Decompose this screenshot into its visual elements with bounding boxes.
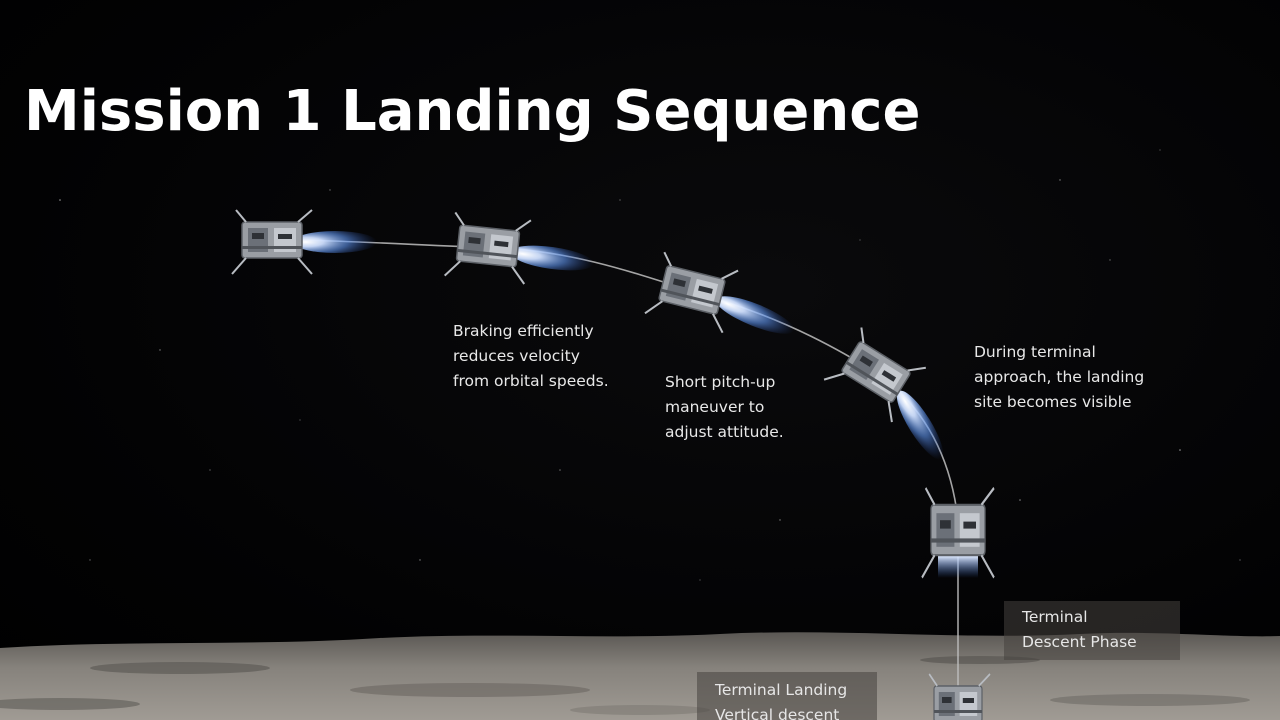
- thruster-plume-icon: [938, 556, 978, 578]
- caption-terminal-approach: During terminal approach, the landing si…: [974, 340, 1144, 415]
- caption-line: site becomes visible: [974, 393, 1132, 411]
- caption-line: from orbital speeds.: [453, 372, 609, 390]
- lunar-lander-icon: [231, 209, 377, 275]
- thruster-plume-icon: [896, 390, 944, 460]
- caption-line: Short pitch-up: [665, 373, 776, 391]
- thruster-plume-icon: [293, 231, 377, 253]
- starfield: [59, 149, 1241, 581]
- caption-line: During terminal: [974, 343, 1096, 361]
- caption-line: reduces velocity: [453, 347, 580, 365]
- lunar-lander-icon: [643, 250, 795, 334]
- caption-pitch-up: Short pitch-up maneuver to adjust attitu…: [665, 370, 784, 445]
- page-title: Mission 1 Landing Sequence: [24, 79, 921, 144]
- caption-braking: Braking efficiently reduces velocity fro…: [453, 319, 609, 394]
- caption-line: Braking efficiently: [453, 322, 594, 340]
- lunar-lander-icon: [920, 486, 996, 579]
- phase-line: Descent Phase: [1022, 633, 1137, 651]
- phase-line: Terminal Landing: [715, 681, 848, 699]
- phase-line: Terminal: [1022, 608, 1088, 626]
- thruster-plume-icon: [510, 245, 594, 271]
- lunar-lander-icon: [443, 210, 594, 285]
- phase-label-terminal-landing: Terminal Landing Vertical descent: [697, 672, 877, 720]
- thruster-plume-icon: [715, 296, 795, 334]
- caption-line: maneuver to: [665, 398, 765, 416]
- caption-line: adjust attitude.: [665, 423, 784, 441]
- phase-label-terminal-descent: Terminal Descent Phase: [1004, 601, 1180, 660]
- phase-line: Vertical descent: [715, 706, 840, 720]
- caption-line: approach, the landing: [974, 368, 1145, 386]
- trajectory-path: [299, 239, 959, 690]
- lunar-lander-icon: [823, 324, 944, 460]
